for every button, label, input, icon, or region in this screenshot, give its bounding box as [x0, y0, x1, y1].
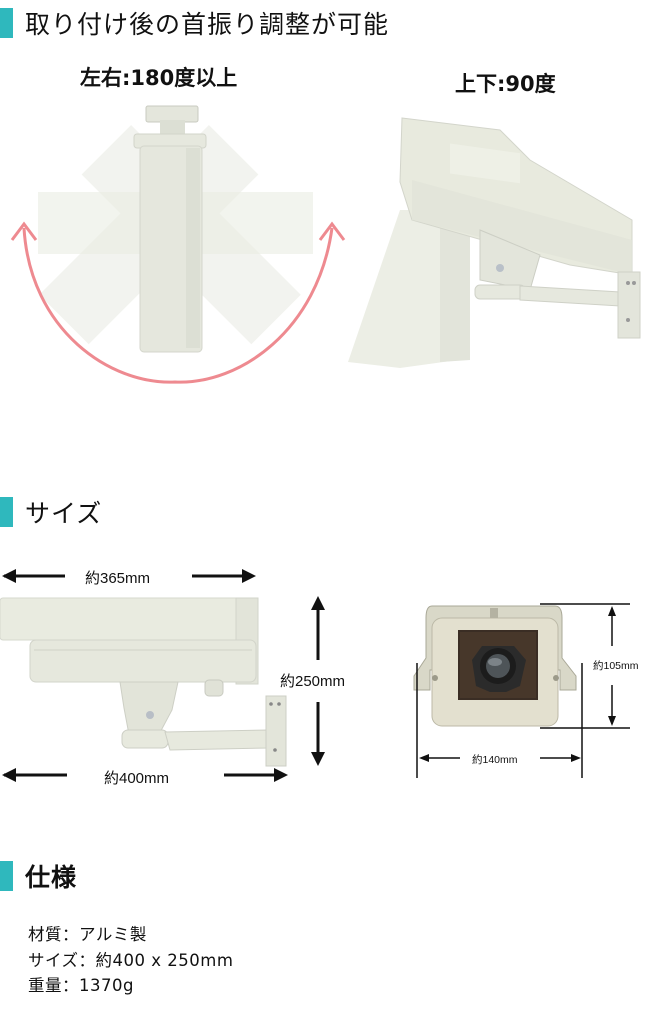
- accent-bar: [0, 497, 13, 527]
- front-height-label: 約105mm: [593, 660, 639, 672]
- front-view-dimension-arrows: [416, 603, 630, 778]
- specs-section-header: 仕様: [0, 858, 77, 894]
- pan-rotation-illustration: [10, 105, 346, 384]
- tilt-range-label: 上下:90度: [455, 72, 556, 96]
- accent-bar: [0, 8, 13, 38]
- spec-material: 材質：アルミ製: [28, 925, 147, 944]
- size-section-title: サイズ: [25, 499, 103, 528]
- side-total-width-label: 約400mm: [104, 770, 170, 787]
- front-width-label: 約140mm: [472, 754, 518, 766]
- side-top-width-label: 約365mm: [85, 570, 151, 587]
- size-section-header: サイズ: [0, 494, 102, 530]
- rotation-arc: [22, 227, 334, 384]
- specs-list: 材質：アルミ製 サイズ：約400 x 250mm 重量：1370g: [28, 922, 233, 999]
- pan-range-label: 左右:180度以上: [80, 66, 238, 90]
- front-view-camera-image: [413, 605, 577, 727]
- side-view-camera-image: [0, 597, 287, 767]
- specs-section-title: 仕様: [25, 863, 78, 892]
- rotation-section-title: 取り付け後の首振り調整が可能: [25, 10, 390, 39]
- side-view-dimension-arrows: [2, 569, 325, 782]
- accent-bar: [0, 861, 13, 891]
- tilt-rotation-illustration: [348, 117, 641, 368]
- spec-size: サイズ：約400 x 250mm: [28, 950, 234, 970]
- side-height-label: 約250mm: [280, 673, 346, 690]
- rotation-section-header: 取り付け後の首振り調整が可能: [0, 5, 389, 41]
- spec-weight: 重量：1370g: [28, 976, 134, 995]
